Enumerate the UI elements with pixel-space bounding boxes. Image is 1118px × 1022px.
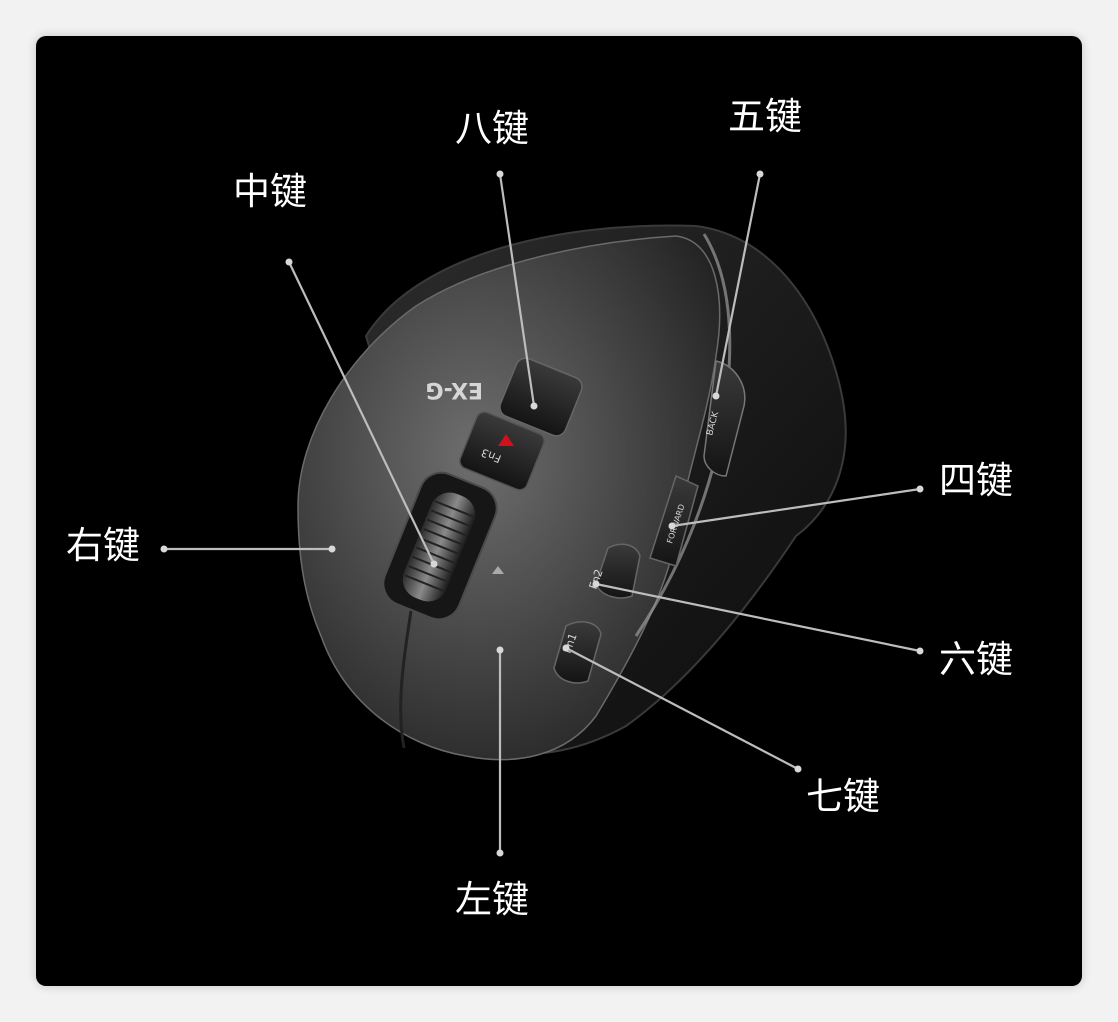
tilt-arrow-icon (492, 566, 504, 574)
fn2-button[interactable]: Fn2 (587, 543, 641, 599)
mouse-diagram: EX-G Fn3 (160, 170, 924, 857)
center-groove (399, 610, 413, 749)
diagram-frame: EX-G Fn3 (36, 36, 1082, 986)
dot-seven (794, 765, 802, 773)
back-button[interactable]: BACK (703, 360, 746, 477)
mouse-body (297, 224, 847, 761)
dot-four-end (668, 522, 676, 530)
leader-four (671, 487, 921, 528)
leader-six (595, 582, 921, 653)
dot-six-end (592, 580, 600, 588)
leader-seven (565, 647, 799, 770)
dot-eight (496, 170, 504, 178)
forward-button[interactable]: FORWARD (649, 474, 699, 567)
dot-middle (285, 258, 293, 266)
label-right-button: 右键 (66, 524, 140, 567)
dot-eight-end (530, 402, 538, 410)
dot-middle-end (430, 560, 438, 568)
logo-text: EX-G (426, 377, 483, 402)
dot-four (916, 485, 924, 493)
leader-lines (160, 170, 924, 857)
label-fourth-button: 四键 (939, 459, 1013, 502)
dot-right-end (328, 545, 336, 553)
fn3-indicator-icon (498, 434, 514, 446)
fn3-button[interactable]: Fn3 (457, 410, 546, 493)
label-seventh-button: 七键 (806, 775, 880, 818)
dot-right (160, 545, 168, 553)
label-eighth-button: 八键 (455, 107, 529, 150)
dot-left-end (496, 849, 504, 857)
dot-six (916, 647, 924, 655)
eighth-button[interactable] (497, 355, 585, 439)
dot-left (496, 646, 504, 654)
dot-five-end (712, 392, 720, 400)
label-fifth-button: 五键 (728, 95, 802, 138)
dot-five (756, 170, 764, 178)
label-sixth-button: 六键 (939, 638, 1013, 681)
label-middle-button: 中键 (233, 170, 307, 213)
leader-middle (288, 261, 435, 565)
label-left-button: 左键 (455, 878, 529, 921)
scroll-wheel[interactable] (377, 466, 504, 626)
leader-five (714, 173, 762, 397)
dot-seven-end (562, 644, 570, 652)
leader-eight (498, 173, 536, 407)
